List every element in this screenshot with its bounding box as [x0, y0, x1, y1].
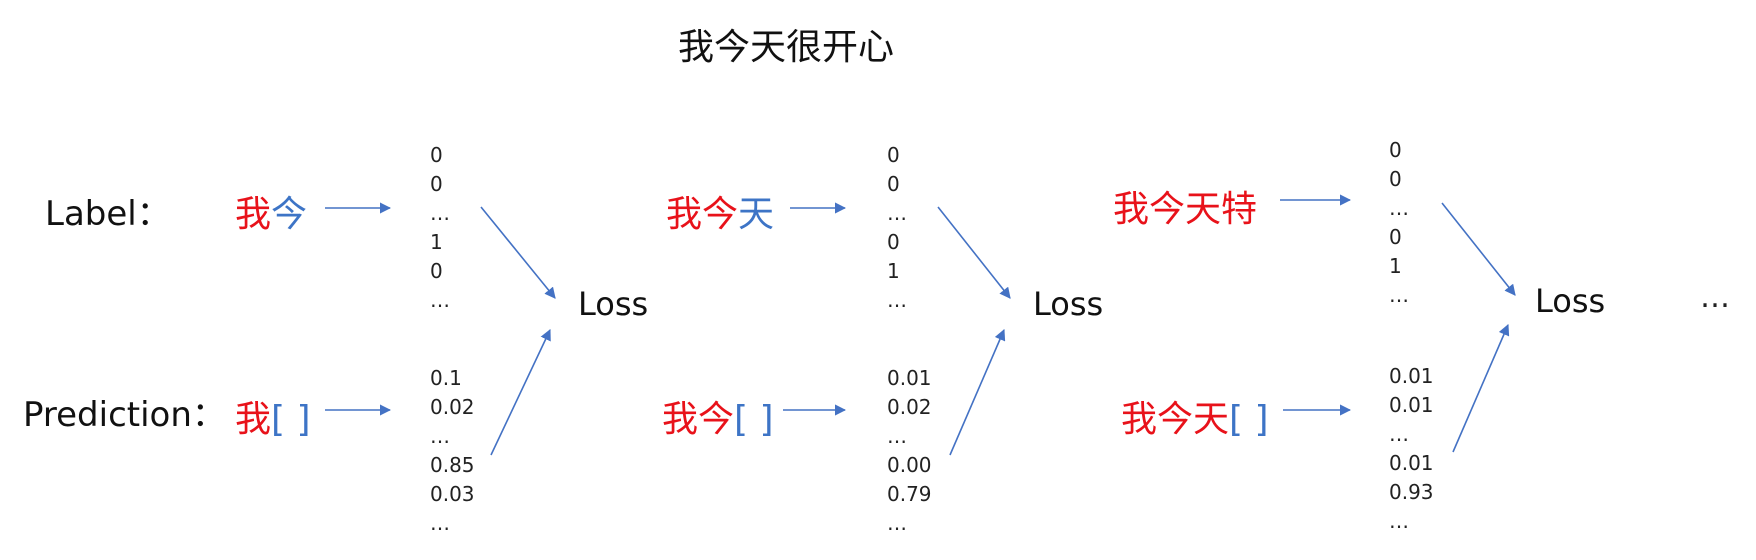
vector-value: … — [887, 288, 907, 312]
diagram-title: 我今天很开心 — [678, 27, 895, 68]
step3-label-tokens: 我今天特 — [1113, 189, 1258, 230]
vector-value: 0 — [1389, 225, 1402, 249]
step2-label-to-loss-arrow — [937, 206, 1011, 299]
vector-value: 0.01 — [1389, 393, 1434, 417]
vector-value: 0 — [1389, 138, 1402, 162]
vector-value: … — [430, 511, 450, 535]
vector-value: … — [1389, 283, 1409, 307]
step3-prediction-vector: 0.01 0.01 … 0.01 0.93 … — [1389, 362, 1434, 536]
step2-label-vector: 0 0 … 0 1 … — [887, 141, 907, 315]
step3-pred-known-tokens: 我今天 — [1121, 399, 1230, 440]
step1-pred-to-loss-arrow — [490, 328, 551, 456]
step2-pred-to-loss-arrow — [949, 328, 1006, 456]
step2-label-target-token: 天 — [738, 194, 775, 235]
vector-value: 0 — [430, 143, 443, 167]
vector-value: 0.02 — [430, 395, 475, 419]
vector-value: … — [430, 288, 450, 312]
step2-pred-blank-slot: [ ] — [734, 399, 774, 440]
step2-prediction-vector: 0.01 0.02 … 0.00 0.79 … — [887, 364, 932, 538]
vector-value: 0.01 — [1389, 451, 1434, 475]
step2-prediction-sequence: 我今[ ] — [662, 390, 774, 442]
step3-pred-to-loss-arrow — [1452, 323, 1510, 453]
step1-pred-blank-slot: [ ] — [271, 399, 311, 440]
vector-value: 0 — [887, 172, 900, 196]
step1-pred-known-tokens: 我 — [235, 399, 272, 440]
vector-value: 1 — [887, 259, 900, 283]
vector-value: 0.01 — [1389, 364, 1434, 388]
prediction-row-label: Prediction： — [23, 395, 226, 435]
vector-value: 0 — [430, 259, 443, 283]
step1-label-to-loss-arrow — [480, 206, 556, 299]
label-row-label: Label： — [45, 194, 171, 234]
continuation-ellipsis: … — [1700, 280, 1730, 315]
vector-value: 0.93 — [1389, 480, 1434, 504]
step2-label-sequence: 我今天 — [666, 185, 774, 237]
vector-value: 0.03 — [430, 482, 475, 506]
step1-label-target-token: 今 — [271, 194, 308, 235]
step2-pred-known-tokens: 我今 — [662, 399, 735, 440]
step3-label-to-loss-arrow — [1441, 202, 1516, 296]
vector-value: … — [887, 511, 907, 535]
vector-value: … — [430, 424, 450, 448]
vector-value: … — [887, 201, 907, 225]
vector-value: 1 — [430, 230, 443, 254]
step1-label-vector: 0 0 … 1 0 … — [430, 141, 450, 315]
step1-loss: Loss — [578, 285, 649, 323]
step2-label-known-tokens: 我今 — [666, 194, 739, 235]
step2-loss: Loss — [1033, 285, 1104, 323]
vector-value: 0 — [1389, 167, 1402, 191]
step3-pred-blank-slot: [ ] — [1229, 399, 1269, 440]
vector-value: 0.00 — [887, 453, 932, 477]
vector-value: … — [1389, 422, 1409, 446]
vector-value: 0.01 — [887, 366, 932, 390]
vector-value: 0 — [887, 230, 900, 254]
step1-prediction-vector: 0.1 0.02 … 0.85 0.03 … — [430, 364, 475, 538]
vector-value: 0.85 — [430, 453, 475, 477]
step3-loss: Loss — [1535, 282, 1606, 320]
vector-value: 0 — [430, 172, 443, 196]
vector-value: 0.1 — [430, 366, 462, 390]
vector-value: 0.02 — [887, 395, 932, 419]
step3-label-sequence: 我今天特 — [1113, 180, 1257, 232]
vector-value: … — [1389, 509, 1409, 533]
vector-value: … — [1389, 196, 1409, 220]
vector-value: … — [887, 424, 907, 448]
vector-value: … — [430, 201, 450, 225]
step1-prediction-sequence: 我[ ] — [235, 390, 311, 442]
vector-value: 0.79 — [887, 482, 932, 506]
vector-value: 0 — [887, 143, 900, 167]
step1-label-known-tokens: 我 — [235, 194, 272, 235]
vector-value: 1 — [1389, 254, 1402, 278]
step3-prediction-sequence: 我今天[ ] — [1121, 390, 1269, 442]
step1-label-sequence: 我今 — [235, 185, 307, 237]
step3-label-vector: 0 0 … 0 1 … — [1389, 136, 1409, 310]
